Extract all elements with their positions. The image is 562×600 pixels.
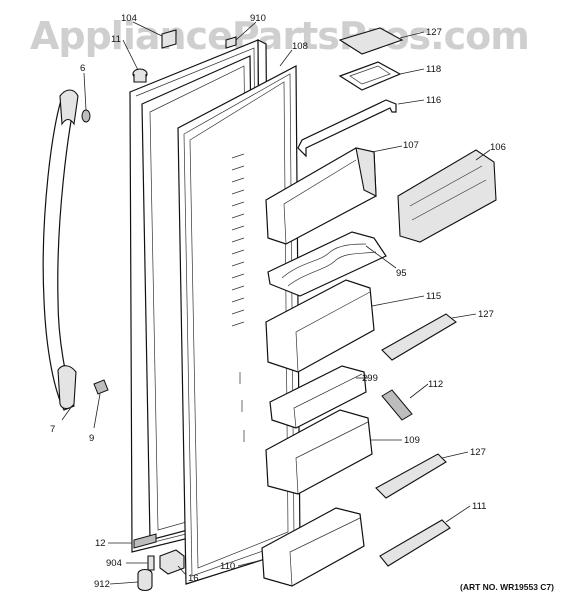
- part-6: [81, 109, 91, 123]
- callout-912: 912: [94, 579, 110, 590]
- part-112: [381, 389, 413, 421]
- callout-111: 111: [472, 501, 486, 512]
- callout-299: 299: [362, 373, 378, 384]
- bin-110: [261, 507, 365, 587]
- callout-95: 95: [396, 268, 407, 279]
- trim-111: [379, 519, 451, 567]
- callout-118: 118: [426, 64, 441, 75]
- part-9: [93, 379, 109, 395]
- part-118: [338, 61, 402, 91]
- part-127-top: [338, 27, 404, 55]
- part-904: [147, 555, 155, 571]
- callout-7: 7: [50, 424, 55, 435]
- callout-910: 910: [250, 13, 266, 24]
- callout-127-top: 127: [426, 27, 442, 38]
- dairy-cover-106: [397, 149, 497, 243]
- trim-127-middle: [381, 313, 457, 361]
- part-16: [159, 549, 185, 575]
- callout-108: 108: [292, 41, 308, 52]
- top-right-parts: [297, 27, 404, 158]
- callout-16: 16: [188, 573, 199, 584]
- bin-115: [265, 279, 375, 373]
- bin-299: [269, 365, 367, 429]
- callout-112: 112: [428, 379, 443, 390]
- art-number: (ART NO. WR19553 C7): [460, 582, 554, 592]
- part-12: [133, 533, 157, 549]
- wire-rack-95: [267, 231, 387, 297]
- callout-109: 109: [404, 435, 420, 446]
- trim-127-lower: [375, 453, 447, 499]
- callout-904: 904: [106, 558, 122, 569]
- callout-116: 116: [426, 95, 441, 106]
- callout-12: 12: [95, 538, 106, 549]
- callout-127-middle: 127: [478, 309, 494, 320]
- callout-labels: 104 910 11 108 6 127 118 116 107 106 95 …: [50, 13, 506, 590]
- callout-107: 107: [403, 140, 419, 151]
- callout-106: 106: [490, 142, 506, 153]
- callout-9: 9: [89, 433, 94, 444]
- part-912: [137, 568, 153, 592]
- callout-11: 11: [111, 34, 121, 45]
- watermark: AppliancePartsPros.com: [30, 14, 530, 58]
- bin-107: [265, 147, 377, 245]
- part-116: [297, 99, 397, 158]
- part-910: [225, 36, 237, 49]
- bin-109: [265, 409, 373, 495]
- callout-110: 110: [220, 561, 235, 572]
- callout-104: 104: [121, 13, 137, 24]
- part-104: [161, 29, 177, 49]
- liner-ribs: [231, 153, 245, 442]
- callout-6: 6: [80, 63, 85, 74]
- side-trims: [375, 313, 457, 567]
- small-hardware: [81, 29, 237, 395]
- callout-115: 115: [426, 291, 441, 302]
- callout-127-lower: 127: [470, 447, 486, 458]
- leader-lines: [61, 21, 491, 585]
- hinge-hardware: [133, 533, 185, 592]
- door-handle: [42, 89, 79, 411]
